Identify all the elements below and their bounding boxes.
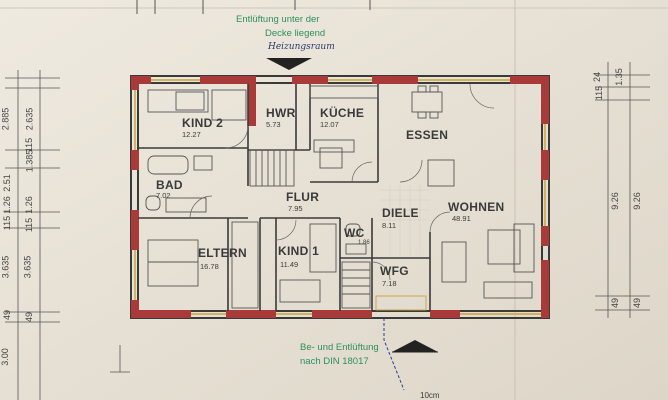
ventilation-note-top-1: Entlüftung unter der <box>236 14 320 25</box>
area-eltern: 16.78 <box>200 262 219 271</box>
area-flur: 7.95 <box>288 204 303 213</box>
dim-right-4: 9.26 <box>609 192 620 210</box>
bath-sink <box>193 155 213 171</box>
dim-left-inner-7: 49 <box>24 311 35 323</box>
area-wohnen: 48.91 <box>452 214 471 223</box>
area-wc: 1.86 <box>358 240 370 246</box>
desk-kind1 <box>279 279 321 303</box>
dim-right-7: 49 <box>632 297 643 309</box>
dimension-lines-left <box>5 70 60 400</box>
fireplace <box>427 159 455 187</box>
dim-left-inner-3: 115 <box>24 137 35 153</box>
entry-mat <box>375 295 427 311</box>
wardrobe-eltern <box>231 221 259 309</box>
top-ticks <box>136 0 371 14</box>
dim-left-inner-2: 1.385 <box>24 149 35 173</box>
dining-table <box>411 91 443 113</box>
room-diele: DIELE <box>382 206 419 220</box>
ventilation-arrow-top <box>266 58 312 70</box>
wardrobe-kind2 <box>211 89 247 121</box>
area-bad: 7.02 <box>156 191 171 200</box>
wc-sink <box>345 243 367 255</box>
dim-right-1: 24 <box>592 71 603 83</box>
area-kueche: 12.07 <box>320 120 339 129</box>
dim-right-5: 9.26 <box>631 192 642 210</box>
windows <box>134 79 546 315</box>
furniture <box>145 85 535 311</box>
area-wfg: 7.18 <box>382 279 397 288</box>
bed-kind2 <box>147 89 209 113</box>
interior-walls <box>138 84 431 311</box>
room-wohnen: WOHNEN <box>448 200 505 214</box>
room-kind1: KIND 1 <box>278 244 320 258</box>
wc-toilet <box>345 223 361 237</box>
area-hwr: 5.73 <box>266 120 281 129</box>
kitchen-counter <box>309 85 379 99</box>
red-wall-segments <box>131 76 549 318</box>
dim-left-outer-5: 2.51 <box>1 174 12 192</box>
ventilation-note-bottom-1: Be- und Entlüftung <box>300 342 379 353</box>
bathtub <box>147 155 189 175</box>
dim-right-3: 1.35 <box>613 68 624 86</box>
door-swings <box>189 83 495 281</box>
dim-left-outer-2: 3.635 <box>0 255 11 279</box>
exhaust-duct <box>383 318 405 391</box>
dim-left-inner-4: 1.26 <box>23 196 34 214</box>
bed-eltern <box>147 239 199 287</box>
diele-tiles <box>380 185 430 256</box>
dim-left-outer-4: 1.26 <box>1 196 12 214</box>
ventilation-note-bottom-2: nach DIN 18017 <box>300 356 369 367</box>
room-bad: BAD <box>156 178 183 192</box>
handwritten-heizungsraum: Heizungsraum <box>268 42 335 52</box>
toilet-bad <box>145 195 161 211</box>
dim-left-outer-8: 115 <box>2 215 13 231</box>
room-flur: FLUR <box>286 190 320 204</box>
staircase-wfg <box>341 261 371 309</box>
dim-left-outer-6: 2.885 <box>0 107 11 131</box>
stairs <box>249 149 295 187</box>
area-kind2: 12.27 <box>182 130 201 139</box>
room-eltern: ELTERN <box>198 246 247 260</box>
sofa <box>487 229 521 265</box>
dim-left-outer-7: 49 <box>2 309 13 321</box>
dimension-lines-right <box>595 62 650 318</box>
room-kueche: KÜCHE <box>320 106 365 120</box>
ventilation-arrow-bottom <box>392 340 438 352</box>
area-diele: 8.11 <box>382 221 397 230</box>
dim-left-outer-1: 3.00 <box>0 348 10 366</box>
room-essen: ESSEN <box>406 128 449 142</box>
bed-kind1 <box>309 223 337 273</box>
ventilation-note-top-2: Decke liegend <box>265 28 326 39</box>
bottom-cut-label: 10cm <box>420 391 440 400</box>
kitchen-table <box>319 147 343 169</box>
bath-counter <box>165 197 207 213</box>
dim-right-6: 49 <box>610 297 621 309</box>
room-wc: WC <box>344 226 365 240</box>
dim-left-inner-6: 3.635 <box>22 255 33 279</box>
dim-left-inner-5: 115 <box>24 217 35 233</box>
room-wfg: WFG <box>380 264 409 278</box>
room-hwr: HWR <box>266 106 296 120</box>
area-kind1: 11.49 <box>280 260 299 269</box>
dim-right-2: 115 <box>594 85 605 101</box>
wohnen-table <box>441 241 467 283</box>
room-kind2: KIND 2 <box>182 116 224 130</box>
dim-left-inner-1: 2.635 <box>24 107 35 131</box>
